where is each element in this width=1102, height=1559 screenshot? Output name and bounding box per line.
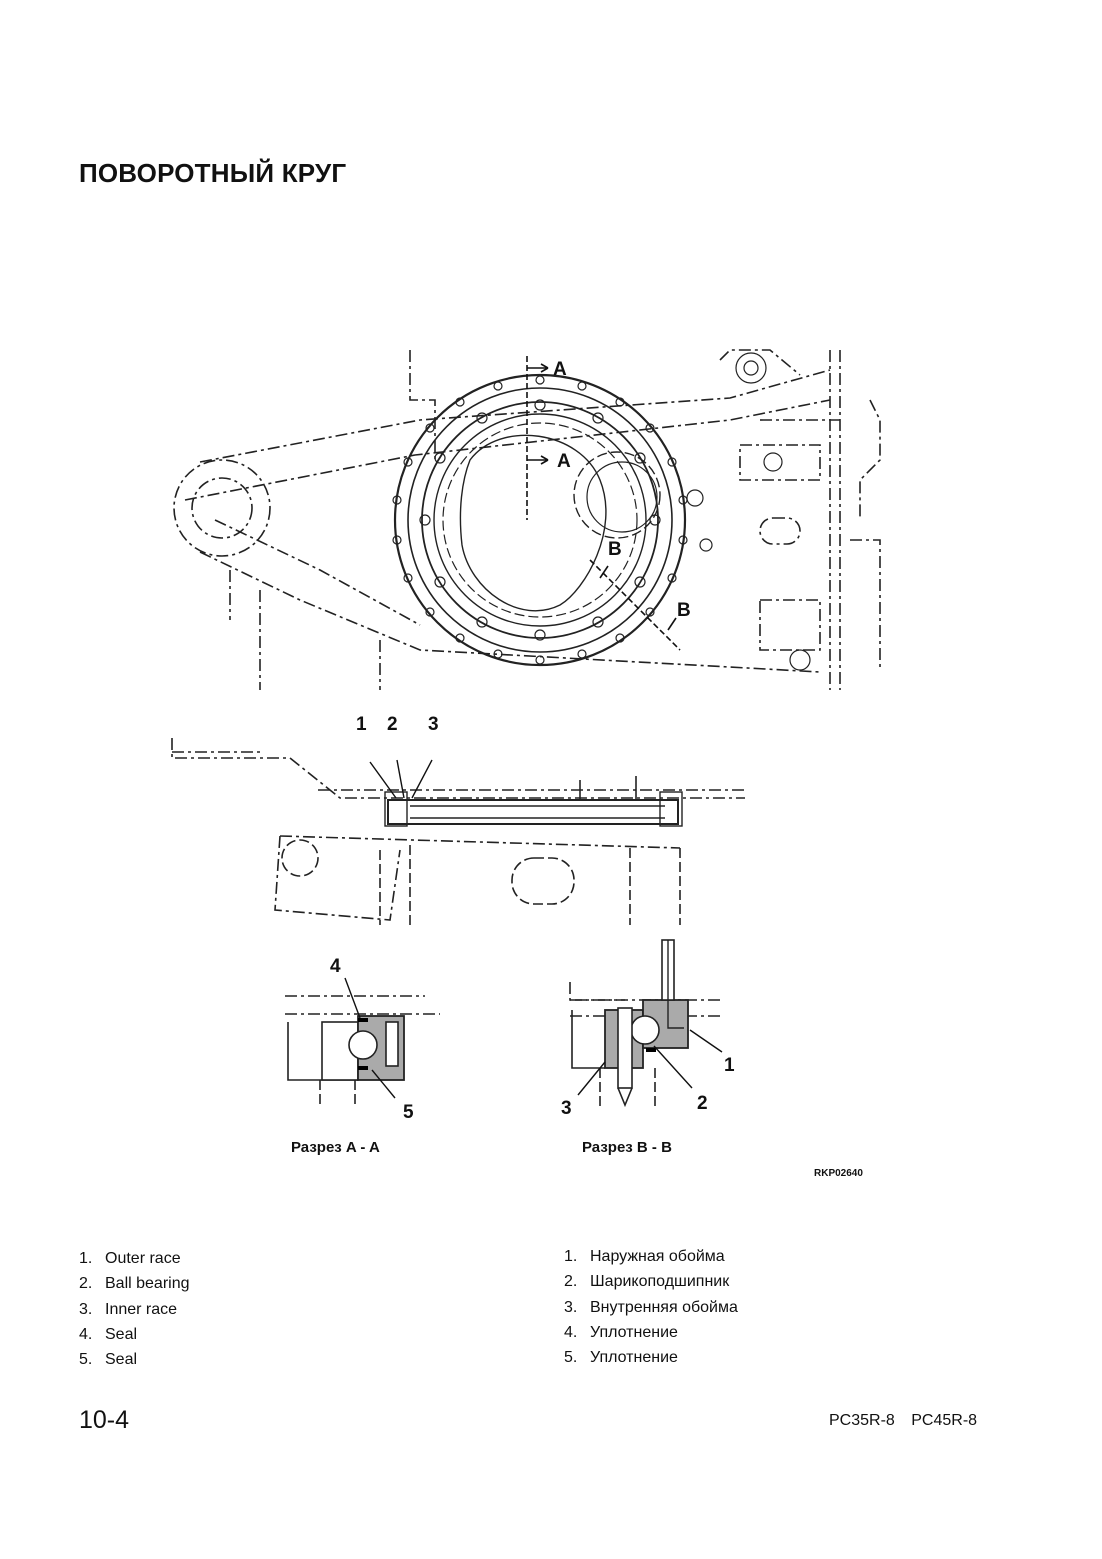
callout-1-side: 1 (356, 714, 367, 735)
list-item: 3. Внутренняя обойма (564, 1295, 738, 1320)
list-item: 2. Ball bearing (79, 1271, 190, 1296)
callout-2-side: 2 (387, 714, 398, 735)
item-number: 4. (79, 1325, 93, 1343)
callout-1-bb: 1 (724, 1055, 735, 1076)
list-item: 5. Уплотнение (564, 1345, 738, 1370)
top-view (173, 349, 881, 690)
item-number: 2. (79, 1275, 93, 1293)
item-label: Шарикоподшипник (590, 1273, 730, 1291)
page-title: ПОВОРОТНЫЙ КРУГ (79, 158, 347, 188)
item-label: Outer race (105, 1250, 181, 1267)
parts-list-english: 1. Outer race 2. Ball bearing 3. Inner race… (79, 1246, 190, 1372)
item-number: 3. (564, 1298, 578, 1316)
section-mark-a-bottom: A (557, 451, 571, 472)
section-bb-drawing (569, 939, 723, 1110)
section-mark-b-outer: B (677, 600, 691, 621)
item-label: Внутренняя обойма (590, 1298, 738, 1316)
item-label: Уплотнение (590, 1349, 678, 1367)
item-number: 2. (564, 1273, 578, 1291)
section-mark-b-inner: B (608, 539, 622, 560)
item-number: 3. (79, 1300, 93, 1318)
section-bb-caption: Разрез B - B (582, 1139, 672, 1156)
item-number: 4. (564, 1323, 578, 1341)
section-cut-lines (526, 356, 681, 651)
callout-3-bb: 3 (561, 1098, 572, 1119)
list-item: 4. Уплотнение (564, 1320, 738, 1345)
model-names: PC35R-8 PC45R-8 (829, 1412, 978, 1429)
section-mark-a-top: A (553, 359, 567, 380)
list-item: 1. Outer race (79, 1246, 190, 1271)
list-item: 2. Шарикоподшипник (564, 1269, 738, 1294)
list-item: 3. Inner race (79, 1297, 190, 1322)
item-label: Уплотнение (590, 1323, 678, 1341)
item-label: Inner race (105, 1300, 178, 1318)
section-aa-caption: Разрез A - A (291, 1139, 380, 1156)
section-aa-drawing (285, 977, 440, 1106)
item-number: 1. (79, 1250, 93, 1267)
swing-circle-drawing: A A B B 1 2 3 4 5 (171, 349, 881, 1123)
item-label: Seal (105, 1325, 138, 1343)
parts-list-russian: 1. Наружная обойма 2. Шарикоподшипник 3. Вн… (564, 1244, 738, 1370)
side-view (171, 738, 745, 925)
callout-2-bb: 2 (697, 1093, 708, 1114)
list-item: 4. Seal (79, 1322, 190, 1347)
item-number: 5. (564, 1349, 578, 1367)
swing-circle-rings (393, 373, 687, 667)
item-number: 1. (564, 1248, 578, 1265)
item-label: Ball bearing (105, 1275, 190, 1293)
list-item: 5. Seal (79, 1347, 190, 1372)
figure-code: RKP02640 (814, 1168, 863, 1179)
item-label: Наружная обойма (590, 1248, 725, 1265)
list-item: 1. Наружная обойма (564, 1244, 738, 1269)
item-label: Seal (105, 1351, 138, 1369)
page-number: 10-4 (79, 1406, 130, 1434)
bolt-holes (392, 352, 811, 671)
callout-4: 4 (330, 956, 341, 977)
callout-5: 5 (403, 1102, 414, 1123)
item-number: 5. (79, 1351, 93, 1369)
callout-3-side: 3 (428, 714, 439, 735)
